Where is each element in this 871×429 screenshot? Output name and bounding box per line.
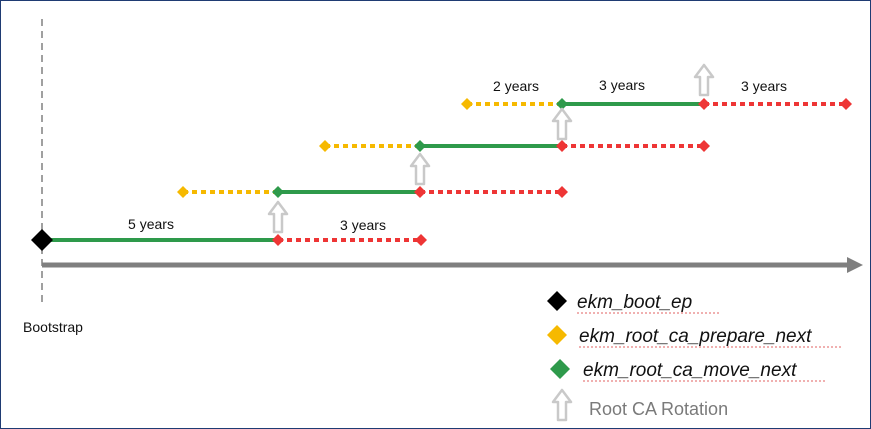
yellow-diamond-icon bbox=[547, 325, 567, 345]
legend-label-prepare: ekm_root_ca_prepare_next bbox=[579, 326, 812, 347]
green-diamond-row4 bbox=[556, 98, 568, 110]
label-overlap-2: 3 years bbox=[741, 78, 787, 94]
yellow-diamond-row2 bbox=[177, 186, 189, 198]
red-diamond-row3-end bbox=[698, 140, 710, 152]
legend-label-move: ekm_root_ca_move_next bbox=[583, 360, 797, 381]
up-arrow-icon bbox=[551, 388, 573, 422]
red-diamond-row2-end bbox=[556, 186, 568, 198]
green-diamond-icon bbox=[550, 359, 570, 379]
legend-label-rotation: Root CA Rotation bbox=[589, 399, 728, 419]
green-diamond-row2 bbox=[272, 186, 284, 198]
bootstrap-label: Bootstrap bbox=[23, 319, 83, 335]
rotation-arrow-2 bbox=[409, 152, 431, 186]
red-diamond-row3-start bbox=[556, 140, 568, 152]
axis-arrowhead bbox=[847, 257, 863, 273]
label-prepare-period: 2 years bbox=[493, 78, 539, 94]
red-diamond-row1-start bbox=[272, 234, 284, 246]
red-diamond-row1-end bbox=[415, 234, 427, 246]
red-diamond-row4-end bbox=[840, 98, 852, 110]
legend: ekm_boot_ep ekm_root_ca_prepare_next ekm… bbox=[547, 291, 841, 422]
red-diamond-row2-start bbox=[414, 186, 426, 198]
rotation-arrow-1 bbox=[267, 200, 289, 234]
black-diamond-icon bbox=[547, 291, 567, 311]
yellow-diamond-row3 bbox=[319, 140, 331, 152]
green-diamond-row3 bbox=[414, 140, 426, 152]
rotation-arrow-3 bbox=[551, 107, 573, 141]
label-overlap-1: 3 years bbox=[340, 217, 386, 233]
black-diamond-bootstrap bbox=[31, 229, 53, 251]
label-active-period: 3 years bbox=[599, 77, 645, 93]
yellow-diamond-row4 bbox=[461, 98, 473, 110]
rotation-arrow-4 bbox=[693, 63, 715, 97]
label-boot-period: 5 years bbox=[128, 216, 174, 232]
red-diamond-row4-start bbox=[698, 98, 710, 110]
legend-label-boot: ekm_boot_ep bbox=[577, 292, 692, 313]
